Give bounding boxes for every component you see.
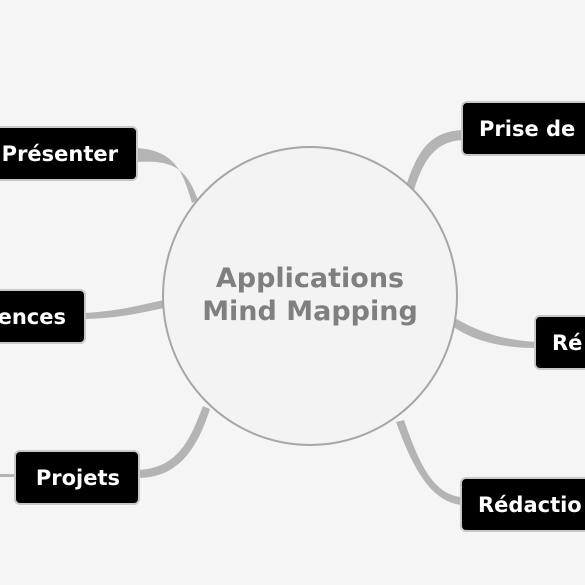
branch-label-prise-de-notes: Prise de: [479, 116, 576, 141]
connector-projets-stub: [0, 474, 16, 477]
branch-node-prise-de-notes[interactable]: Prise de: [461, 101, 585, 156]
branch-node-references[interactable]: ences: [0, 289, 86, 344]
central-topic-line1: Applications: [215, 263, 405, 295]
branch-node-resumer[interactable]: Ré: [534, 315, 585, 370]
branch-label-redaction: Rédactio: [478, 492, 582, 517]
branch-label-projets: Projets: [35, 465, 120, 490]
branch-node-redaction[interactable]: Rédactio: [460, 477, 585, 532]
connector-redaction: [396, 420, 462, 505]
branch-label-resumer: Ré: [552, 330, 583, 355]
connector-references: [84, 300, 164, 319]
connector-presenter: [136, 148, 198, 203]
connector-resumer: [452, 318, 536, 348]
central-topic[interactable]: Applications Mind Mapping: [162, 146, 458, 446]
central-topic-line2: Mind Mapping: [202, 296, 418, 327]
branch-node-presenter[interactable]: Présenter: [0, 126, 138, 181]
branch-node-projets[interactable]: Projets: [14, 450, 140, 505]
connector-prise-de-notes: [406, 130, 462, 190]
branch-label-references: ences: [0, 304, 66, 329]
connector-projets: [138, 406, 210, 478]
branch-label-presenter: Présenter: [1, 141, 118, 166]
